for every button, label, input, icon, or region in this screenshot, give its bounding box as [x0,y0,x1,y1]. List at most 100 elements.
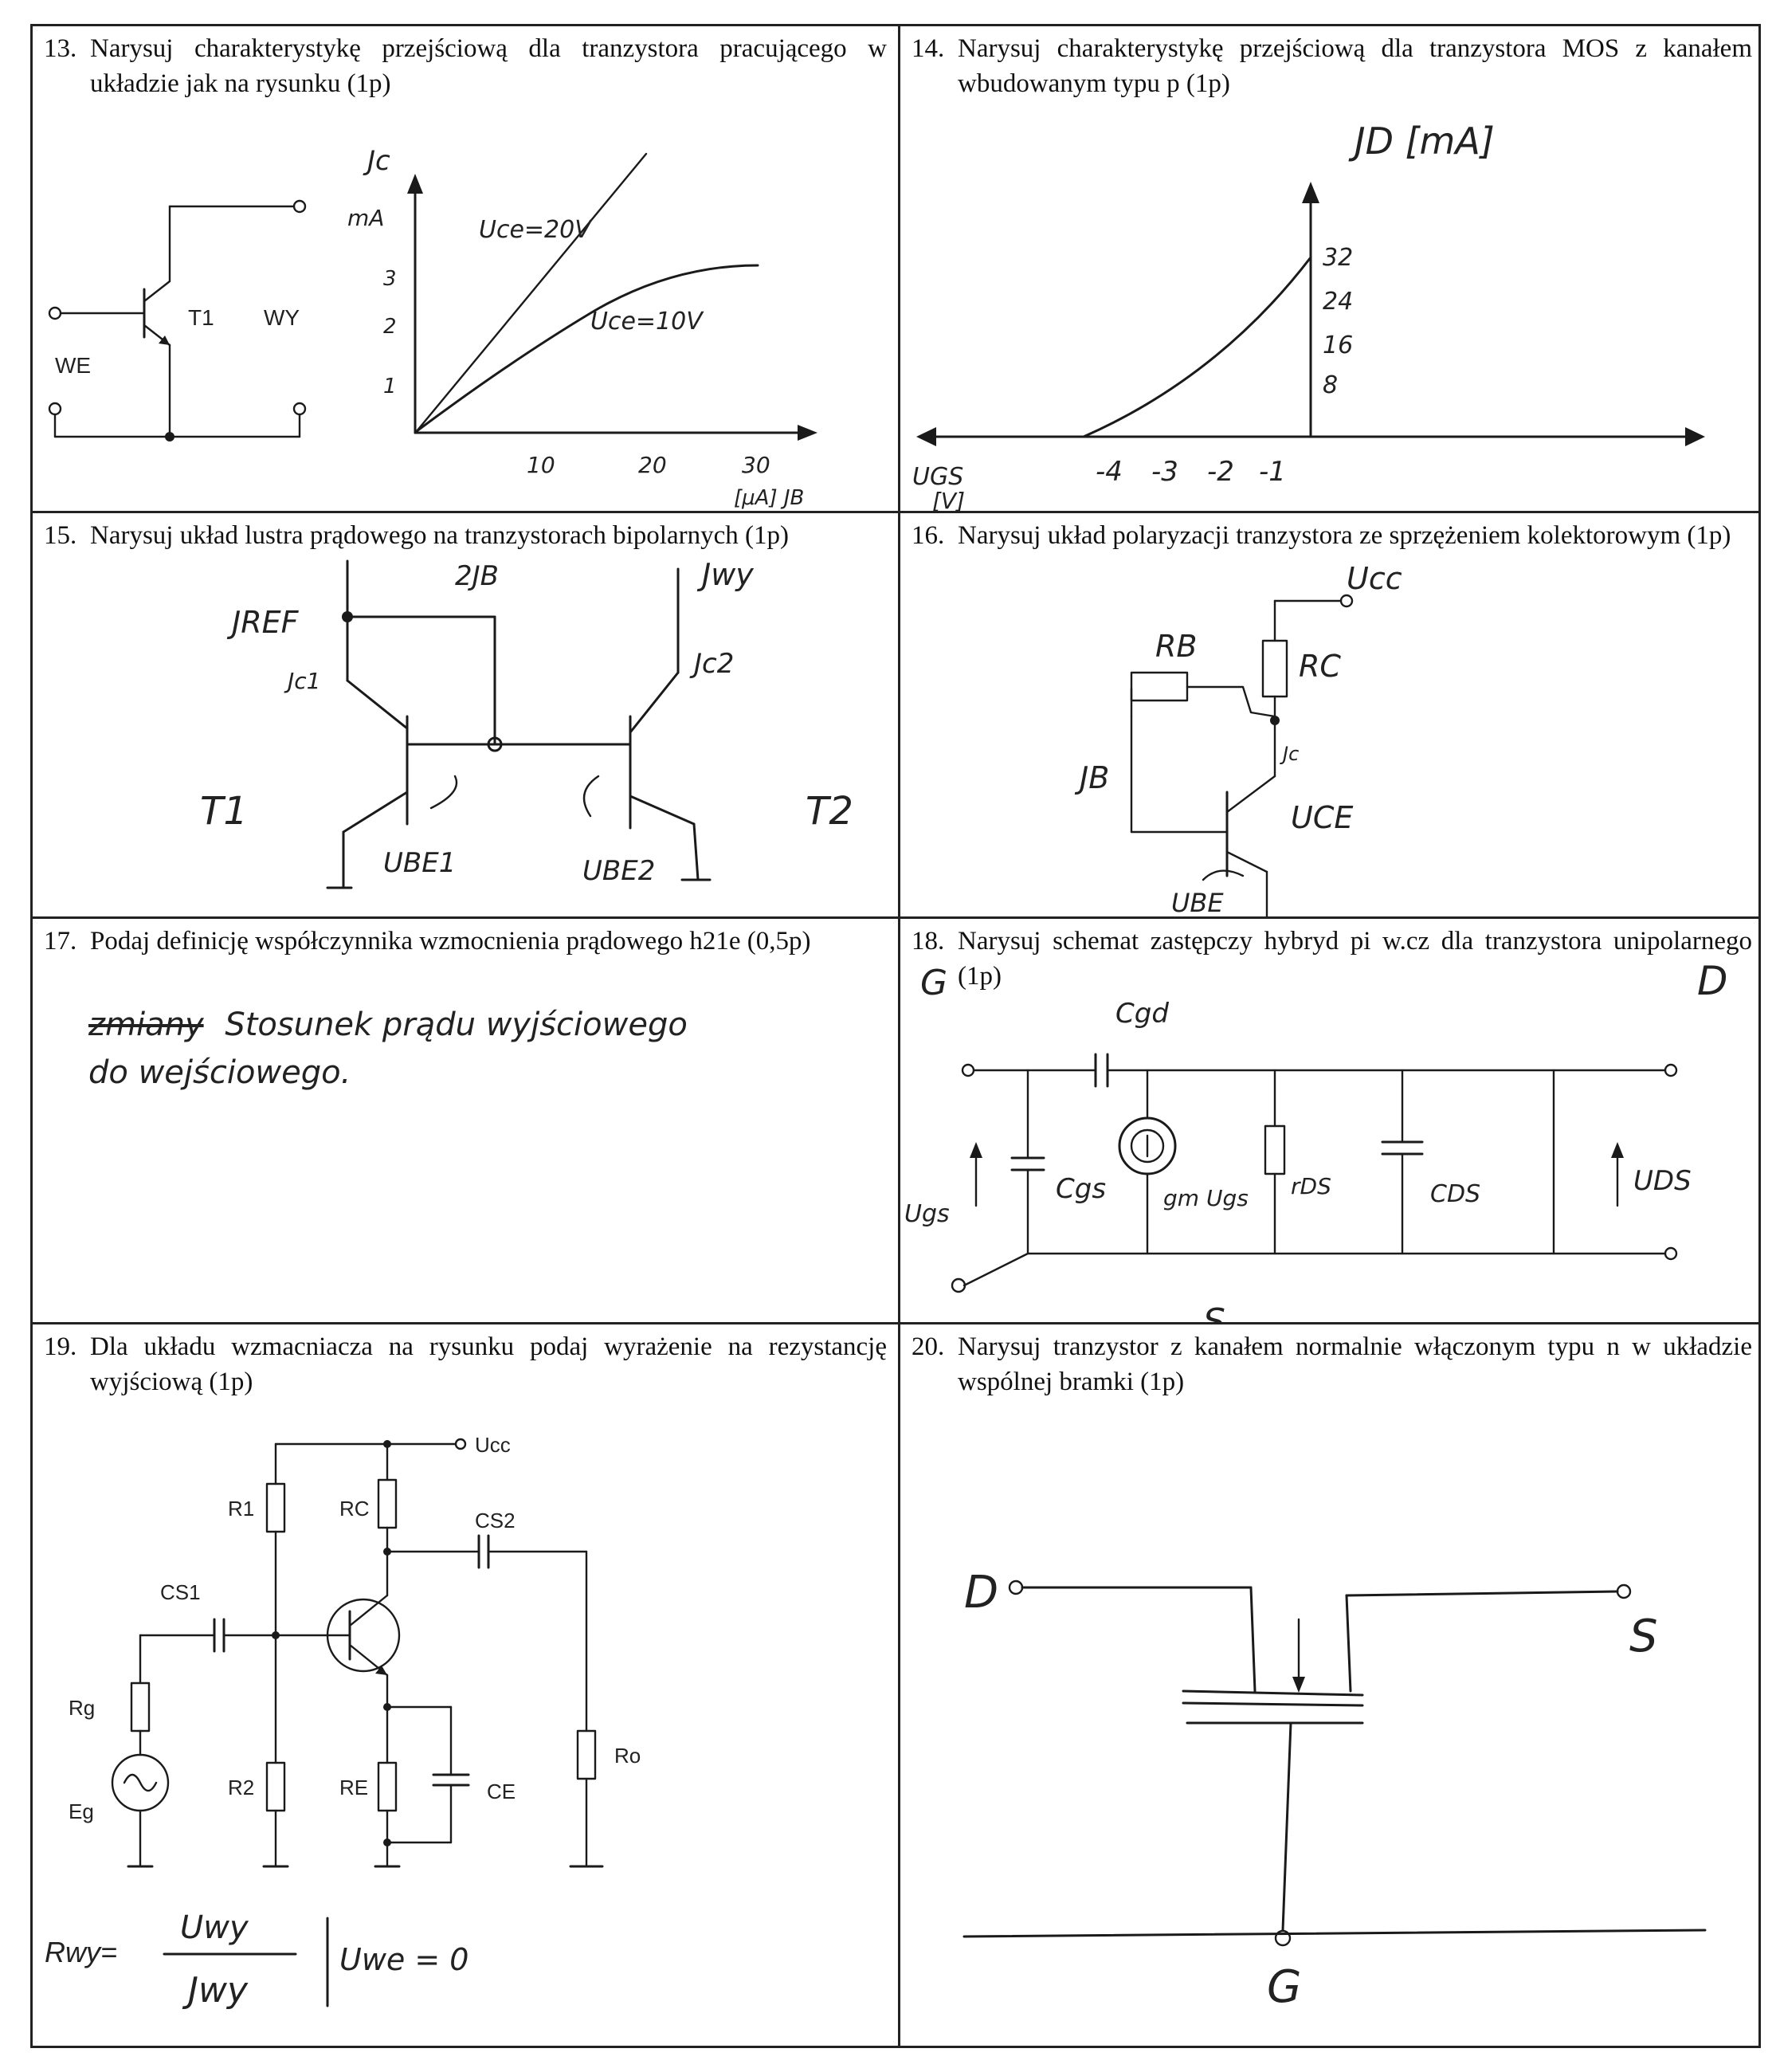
question-number: 17. [44,927,77,956]
x-axis-label: UGS [912,463,963,491]
y-tick: 2 [383,315,397,339]
question-15: 15. Narysuj układ lustra prądowego na tr… [44,518,887,553]
formula-denominator: Jwy [182,1970,249,2011]
question-text: Narysuj układ lustra prądowego na tranzy… [90,521,789,550]
source-label: S [1629,1611,1658,1662]
cs1-label: CS1 [160,1580,201,1604]
q14-drawing: JD [mA] 32 24 16 8 -4 -3 -2 -1 UGS [V] [912,120,1705,511]
t1-label: T1 [200,789,248,834]
q16-collector-feedback-circuit: Ucc RB RC JB Jc UCE UBE [1074,561,1402,916]
rc-label: RC [1299,649,1341,684]
re-label: RE [339,1776,368,1799]
question-18: 18. Narysuj schemat zastępczy hybryd pi … [912,924,1752,994]
q13-drawing: T1 WY WE Jc mA 1 2 3 10 20 30 [μA] JB [48,145,817,510]
x-axis-unit: [V] [932,488,965,511]
y-tick: 3 [383,267,397,291]
rb-label: RB [1155,629,1197,664]
wy-label: WY [264,305,300,330]
question-16-cell: 16. Narysuj układ polaryzacji tranzystor… [900,513,1763,916]
t1-label: T1 [188,305,214,330]
jb-label: 2JB [455,560,499,592]
gm-label: gm Ugs [1163,1185,1249,1211]
question-text: Narysuj charakterystykę przejściową dla … [958,34,1752,98]
x-tick: 20 [638,452,667,478]
q18-hybrid-pi-model: G D S Cgd Cgs Ugs gm Ugs rDS CDS UDS [904,958,1728,1322]
ucc-label: Ucc [475,1433,511,1457]
question-number: 18. [912,927,945,956]
jref-label: JREF [226,605,300,640]
question-14: 14. Narysuj charakterystykę przejściową … [912,31,1752,101]
x-tick: 30 [742,452,770,478]
answer-text: Stosunek prądu wyjściowego [225,1007,688,1043]
rds-resistor [1264,1124,1286,1175]
q20-common-gate-transistor: D S G [962,1567,1707,2013]
jc-label: Jc [1280,743,1299,765]
y-axis-label: JD [mA] [1348,120,1495,163]
question-text: Narysuj charakterystykę przejściową dla … [90,34,887,98]
ugs-label: Ugs [904,1200,950,1228]
transfer-curve [1082,256,1312,438]
ce-label: CE [487,1780,516,1803]
question-20: 20. Narysuj tranzystor z kanałem normaln… [912,1329,1752,1399]
y-axis-unit: mA [347,205,384,231]
rc-label: RC [339,1497,370,1521]
drain-label: D [1697,958,1728,1004]
question-13: 13. Narysuj charakterystykę przejściową … [44,31,887,101]
transfer-characteristic-plot: Jc mA 1 2 3 10 20 30 [μA] JB Uce=20V Uce… [347,145,817,510]
y-axis-label: Jc [363,145,390,177]
gate-label: G [920,963,947,1003]
crossed-out-word: zmiany [88,1007,204,1043]
question-15-cell: 15. Narysuj układ lustra prądowego na tr… [33,513,898,916]
ube-label: UBE [1171,888,1224,916]
answer-line-2: do wejściowego. [88,1054,351,1091]
x-tick: -4 [1096,456,1123,488]
cds-label: CDS [1430,1180,1480,1208]
uce-label: UCE [1291,800,1353,835]
r1-label: R1 [228,1497,254,1521]
x-tick: -2 [1207,456,1234,488]
question-number: 14. [912,34,945,63]
gate-label: G [1267,1961,1301,2013]
curve-label-10v: Uce=10V [590,308,704,336]
jwy-label: Jwy [696,557,754,592]
question-number: 16. [912,521,945,550]
jc1-label: Jc1 [284,668,320,694]
question-17: 17. Podaj definicję współczynnika wzmocn… [44,924,887,959]
y-tick: 16 [1323,332,1353,359]
row-divider [33,916,1758,919]
question-16: 16. Narysuj układ polaryzacji tranzystor… [912,518,1752,553]
jb-label: JB [1074,760,1109,795]
row-divider [33,511,1758,513]
question-number: 20. [912,1332,945,1361]
x-tick: -1 [1259,456,1286,488]
exam-sheet: 13. Narysuj charakterystykę przejściową … [30,24,1761,2048]
question-14-cell: 14. Narysuj charakterystykę przejściową … [900,26,1763,511]
question-19-cell: 19. Dla układu wzmacniacza na rysunku po… [33,1324,898,2050]
ro-label: Ro [614,1744,641,1768]
q15-current-mirror: JREF Jc1 2JB Jwy Jc2 T1 T2 UBE1 UBE2 [200,557,853,889]
r2-label: R2 [228,1776,254,1799]
q19-amplifier-circuit: Ucc R1 RC CS2 CS1 Rg Eg R2 RE CE Ro Rwy=… [45,1433,641,2011]
y-tick: 8 [1323,371,1338,399]
drain-label: D [964,1567,998,1619]
question-17-cell: 17. Podaj definicję współczynnika wzmocn… [33,919,898,1322]
cgs-label: Cgs [1056,1173,1106,1205]
rwy-label: Rwy= [45,1936,117,1968]
cs2-label: CS2 [475,1509,516,1532]
x-axis-unit: [μA] JB [734,486,804,510]
question-number: 15. [44,521,77,550]
y-tick: 32 [1323,244,1353,272]
question-text: Narysuj schemat zastępczy hybryd pi w.cz… [958,927,1752,991]
y-tick: 1 [383,375,397,398]
curve-label-20v: Uce=20V [479,216,593,244]
question-18-cell: 18. Narysuj schemat zastępczy hybryd pi … [900,919,1763,1322]
question-text: Narysuj układ polaryzacji tranzystora ze… [958,521,1731,550]
question-text: Podaj definicję współczynnika wzmocnieni… [90,927,811,956]
question-13-cell: 13. Narysuj charakterystykę przejściową … [33,26,898,511]
x-tick: 10 [527,452,555,478]
question-text: Narysuj tranzystor z kanałem normalnie w… [958,1332,1752,1396]
jc2-label: Jc2 [689,648,734,680]
row-divider [33,1322,1758,1324]
ube2-label: UBE2 [582,855,655,887]
formula-condition: Uwe = 0 [339,1942,469,1977]
